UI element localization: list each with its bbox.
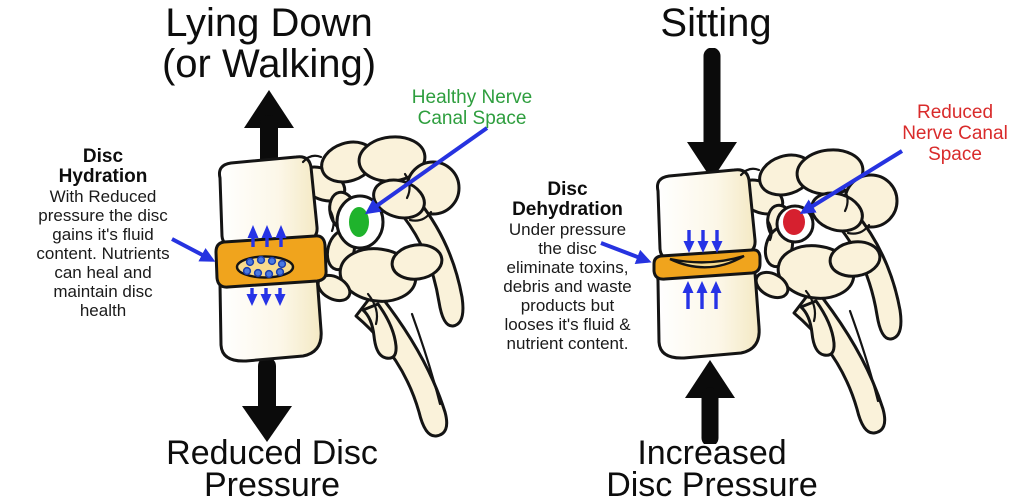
disc-compression-arrows bbox=[682, 230, 723, 309]
arrow-head bbox=[683, 241, 695, 253]
note-line: nutrient content. bbox=[506, 334, 629, 353]
left-down-arrow bbox=[242, 360, 292, 442]
left-title-line: Lying Down bbox=[165, 1, 373, 45]
right-pressure-label: Increased Disc Pressure bbox=[562, 434, 862, 502]
left-title: Lying Down (or Walking) bbox=[119, 3, 419, 85]
arrow-head bbox=[246, 294, 258, 306]
left-title-line: (or Walking) bbox=[161, 42, 377, 86]
fluid-dot bbox=[264, 269, 274, 279]
canal-label-line: Space bbox=[928, 144, 982, 165]
canal-label-line: Healthy Nerve bbox=[411, 87, 533, 108]
canal-label-line: Nerve Canal bbox=[902, 123, 1008, 144]
note-title-line: Dehydration bbox=[512, 199, 623, 220]
right-down-arrow bbox=[687, 48, 737, 180]
bone-detail-line bbox=[410, 312, 442, 406]
note-line: products but bbox=[520, 296, 615, 315]
note-line: content. Nutrients bbox=[36, 244, 170, 263]
fluid-dot bbox=[253, 268, 263, 278]
arrow-head bbox=[687, 142, 737, 180]
left-note: Disc Hydration With Reduced pressure the… bbox=[14, 146, 192, 321]
reduced-nerve-canal-space-marker bbox=[783, 209, 805, 235]
facet-knob bbox=[390, 243, 444, 281]
fluid-dots bbox=[242, 255, 287, 279]
note-line: health bbox=[79, 301, 127, 320]
arrow-head bbox=[247, 225, 259, 238]
arrow-head bbox=[710, 281, 722, 293]
note-line: With Reduced bbox=[49, 187, 157, 206]
pressure-label-line: Increased bbox=[637, 434, 787, 472]
transverse-process bbox=[754, 270, 790, 300]
canal-label-line: Canal Space bbox=[417, 108, 527, 129]
lower-vertebra bbox=[218, 228, 449, 438]
note-title-line: Disc bbox=[547, 179, 588, 200]
bone-detail-line bbox=[366, 292, 379, 326]
fluid-dot bbox=[267, 256, 277, 266]
vertebra-illustration-left bbox=[214, 135, 465, 438]
note-line: maintain disc bbox=[53, 282, 153, 301]
right-up-arrow bbox=[685, 360, 735, 444]
reduced-canal-label: Reduced Nerve Canal Space bbox=[886, 102, 1024, 165]
left-pressure-label: Reduced Disc Pressure bbox=[122, 434, 422, 502]
arrow-head bbox=[696, 281, 708, 293]
note-line: can heal and bbox=[54, 263, 152, 282]
lower-vertebra bbox=[656, 225, 887, 435]
canal-label-line: Reduced bbox=[916, 102, 994, 123]
note-line: looses it's fluid & bbox=[504, 315, 631, 334]
arrow-head bbox=[274, 294, 286, 306]
pressure-label-line: Pressure bbox=[203, 466, 341, 502]
note-line: eliminate toxins, bbox=[506, 258, 629, 277]
right-note: Disc Dehydration Under pressure the disc… bbox=[480, 179, 655, 354]
arrow-head bbox=[260, 294, 272, 306]
arrow-head bbox=[685, 360, 735, 398]
vertebra-illustration-right bbox=[652, 148, 903, 435]
note-line: gains it's fluid bbox=[52, 225, 154, 244]
arrow-head bbox=[261, 225, 273, 238]
note-line: Under pressure bbox=[508, 220, 627, 239]
arrow-head bbox=[275, 225, 287, 238]
note-title-line: Disc bbox=[82, 146, 124, 167]
articular-finger bbox=[799, 299, 836, 357]
articular-finger bbox=[361, 302, 398, 360]
note-title-line: Hydration bbox=[58, 166, 148, 187]
bone-detail-line bbox=[328, 208, 335, 233]
bone-detail-line bbox=[408, 210, 433, 222]
arrow-head bbox=[242, 406, 292, 442]
healthy-canal-label: Healthy Nerve Canal Space bbox=[392, 87, 552, 129]
arrow-head bbox=[682, 281, 694, 293]
fluid-dot bbox=[277, 259, 287, 269]
fluid-dot bbox=[256, 255, 266, 265]
right-title: Sitting bbox=[566, 3, 866, 44]
arrow-head bbox=[697, 241, 709, 253]
bone-detail-line bbox=[804, 289, 817, 323]
note-line: debris and waste bbox=[503, 277, 632, 296]
bone-detail-line bbox=[301, 154, 323, 164]
fluid-dot bbox=[242, 266, 252, 276]
bone-detail-line bbox=[846, 223, 871, 235]
fluid-dot bbox=[275, 267, 285, 277]
pressure-label-line: Reduced Disc bbox=[166, 434, 378, 472]
healthy-nerve-canal-space-marker bbox=[349, 207, 369, 237]
fluid-dot bbox=[245, 257, 255, 267]
bone-detail-line bbox=[739, 167, 761, 177]
bone-detail-line bbox=[848, 309, 880, 403]
facet-knob bbox=[828, 240, 882, 278]
arrow-head bbox=[711, 241, 723, 253]
disc-expansion-arrows bbox=[246, 225, 287, 306]
note-line: the disc bbox=[538, 239, 597, 258]
right-title-line: Sitting bbox=[660, 1, 772, 45]
disc-nucleus-flattened bbox=[669, 254, 745, 269]
arrow-head bbox=[244, 90, 294, 128]
note-line: pressure the disc bbox=[38, 206, 168, 225]
pressure-label-line: Disc Pressure bbox=[606, 466, 818, 502]
bone-detail-line bbox=[766, 219, 773, 242]
